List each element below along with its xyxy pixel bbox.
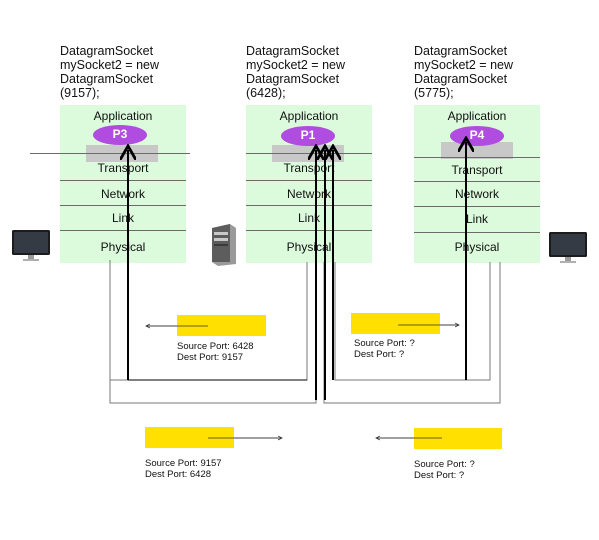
- divider-transport-network-right: [414, 181, 540, 182]
- layer-physical: Physical: [100, 240, 146, 254]
- layer-link: Link: [465, 212, 488, 226]
- layer-transport: Transport: [451, 163, 503, 177]
- desktop-monitor-icon: [549, 232, 587, 263]
- divider-network-link-right: [414, 206, 540, 207]
- divider-network-link-left: [60, 205, 186, 206]
- process-p1: P1: [281, 126, 335, 146]
- desktop-monitor-icon: [12, 230, 50, 261]
- segment-header-p1-to-p4: [351, 313, 440, 334]
- process-p3: P3: [93, 125, 147, 145]
- divider-network-link-middle: [246, 205, 372, 206]
- divider-link-physical-right: [414, 232, 540, 233]
- divider-transport-network-left: [60, 180, 186, 181]
- server-tower-icon: [212, 224, 236, 266]
- layer-physical: Physical: [286, 240, 332, 254]
- segment-label-p1-to-p3: Source Port: 6428 Dest Port: 9157: [177, 341, 254, 363]
- host-middle-socket-code: DatagramSocket mySocket2 = new DatagramS…: [246, 44, 346, 100]
- divider-link-physical-left: [60, 230, 186, 231]
- segment-label-p3-to-p1: Source Port: 9157 Dest Port: 6428: [145, 458, 222, 480]
- divider-link-physical-middle: [246, 230, 372, 231]
- layer-network: Network: [286, 187, 331, 201]
- layer-application: Application: [279, 109, 339, 123]
- segment-header-p3-to-p1: [145, 427, 234, 448]
- divider-transport-network-middle: [246, 180, 372, 181]
- layer-network: Network: [100, 187, 145, 201]
- layer-link: Link: [297, 211, 320, 225]
- divider-app-transport-right: [414, 157, 540, 158]
- divider-app-transport-left: [30, 153, 190, 154]
- layer-application: Application: [93, 109, 153, 123]
- host-right-socket-code: DatagramSocket mySocket2 = new DatagramS…: [414, 44, 514, 100]
- segment-header-p4-to-p1: [414, 428, 502, 449]
- layer-application: Application: [447, 109, 507, 123]
- segment-label-p1-to-p4: Source Port: ? Dest Port: ?: [354, 338, 415, 360]
- host-left-socket-code: DatagramSocket mySocket2 = new DatagramS…: [60, 44, 160, 100]
- segment-label-p4-to-p1: Source Port: ? Dest Port: ?: [414, 459, 475, 481]
- layer-transport: Transport: [283, 161, 335, 175]
- segment-header-p1-to-p3: [177, 315, 266, 336]
- layer-transport: Transport: [97, 161, 149, 175]
